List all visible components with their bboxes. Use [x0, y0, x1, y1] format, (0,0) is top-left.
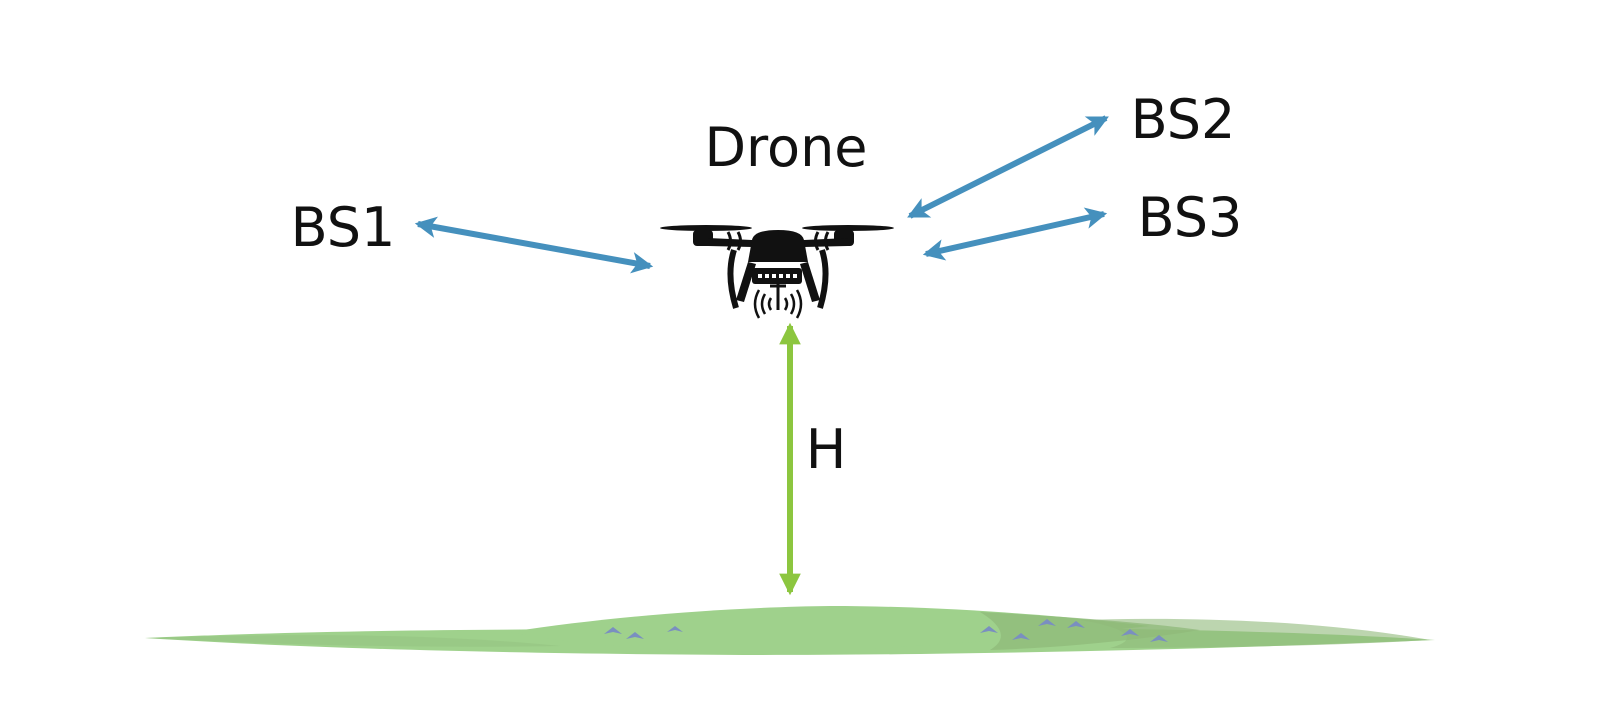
- rotor-motion-marks: [726, 231, 830, 251]
- drone-label: Drone: [704, 116, 867, 179]
- link-arrow-bs1: [414, 216, 654, 274]
- wireless-signal-icon: [753, 289, 803, 319]
- link-arrow-bs3: [922, 207, 1108, 261]
- payload-lights: [758, 274, 797, 278]
- quadcopter-drone-icon: [660, 225, 894, 310]
- link-arrow-bs2: [907, 115, 1109, 219]
- ground-markers: [604, 619, 1168, 642]
- height-label: H: [806, 418, 847, 481]
- bs3-label: BS3: [1138, 186, 1243, 249]
- ground-terrain: [145, 606, 1435, 655]
- bs1-label: BS1: [291, 196, 396, 259]
- bs2-label: BS2: [1131, 88, 1236, 151]
